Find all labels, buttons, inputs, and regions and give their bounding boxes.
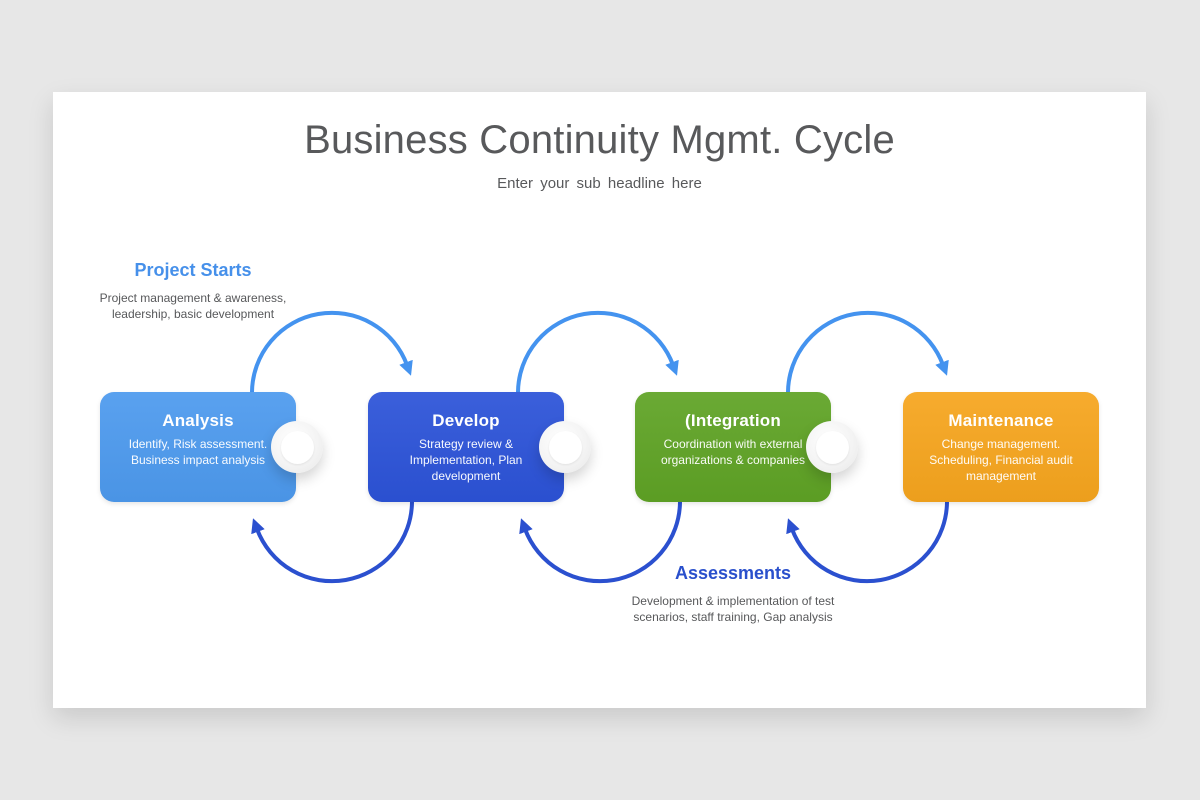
curved-arrow-forward-1-icon xyxy=(250,310,413,393)
step-card-maintenance: Maintenance Change management. Schedulin… xyxy=(903,392,1099,502)
curved-arrow-forward-3-icon xyxy=(786,310,949,393)
connector-dot-inner xyxy=(815,430,849,464)
page-subtitle: Enter your sub headline here xyxy=(497,175,702,192)
step-description: Identify, Risk assessment. Business impa… xyxy=(128,437,268,467)
slide: Business Continuity Mgmt. Cycle Enter yo… xyxy=(53,92,1146,708)
curved-arrow-back-3-icon xyxy=(786,501,949,584)
step-card-develop: Develop Strategy review & Implementation… xyxy=(368,392,564,502)
connector-dot-inner xyxy=(280,430,314,464)
assessments-title: Assessments xyxy=(674,563,792,583)
project-starts-title: Project Starts xyxy=(134,260,252,280)
cycle-arrows xyxy=(250,310,949,584)
annotation-project-starts: Project Starts Project management & awar… xyxy=(93,260,293,322)
step-card-integration: (Integration Coordination with external … xyxy=(635,392,831,502)
curved-arrow-forward-2-icon xyxy=(516,310,679,393)
step-title: (Integration xyxy=(685,411,781,430)
step-card-analysis: Analysis Identify, Risk assessment. Busi… xyxy=(100,392,296,502)
project-starts-description: Project management & awareness, leadersh… xyxy=(99,291,287,322)
step-description: Strategy review & Implementation, Plan d… xyxy=(409,437,523,483)
connector-dot-3 xyxy=(806,421,858,473)
annotation-assessments: Assessments Development & implementation… xyxy=(613,563,853,625)
step-description: Change management. Scheduling, Financial… xyxy=(929,437,1073,483)
step-title: Maintenance xyxy=(948,411,1054,430)
step-description: Coordination with external organizations… xyxy=(660,437,806,467)
assessments-description: Development & implementation of test sce… xyxy=(631,594,835,625)
connector-dot-1 xyxy=(271,421,323,473)
page-title: Business Continuity Mgmt. Cycle xyxy=(304,118,895,162)
step-title: Develop xyxy=(432,411,500,430)
connector-dot-inner xyxy=(548,430,582,464)
connector-dot-2 xyxy=(539,421,591,473)
curved-arrow-back-1-icon xyxy=(251,501,414,584)
step-title: Analysis xyxy=(162,411,234,430)
curved-arrow-back-2-icon xyxy=(519,501,682,584)
